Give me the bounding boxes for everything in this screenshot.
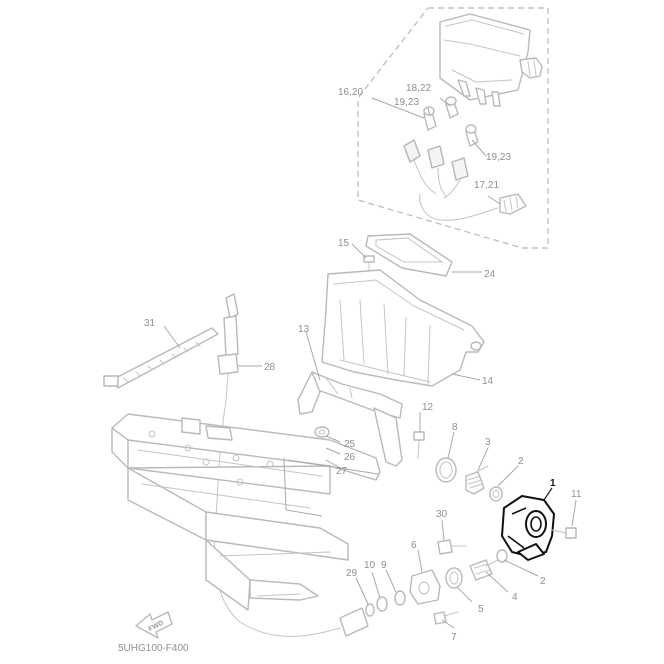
sleeve-6 xyxy=(409,569,441,605)
bulb-16-20 xyxy=(423,106,437,131)
callout-31: 31 xyxy=(144,318,156,329)
callout-5: 5 xyxy=(478,604,484,615)
frame-crown xyxy=(111,413,381,611)
grommet-25 xyxy=(314,426,330,438)
gear-shaft-4 xyxy=(469,559,499,581)
callout-2-lower: 2 xyxy=(540,576,546,587)
callout-labels: 16,20 18,22 19,23 19,23 17,21 15 24 13 1… xyxy=(144,83,582,643)
oil-seal-8 xyxy=(435,457,457,483)
callout-3: 3 xyxy=(485,437,491,448)
bolt-11 xyxy=(551,527,577,539)
washer-2-lower xyxy=(496,549,508,563)
callout-16-20: 16,20 xyxy=(338,87,363,98)
diagram-code: 5UHG100-F400 xyxy=(118,643,189,654)
bolt-12 xyxy=(413,431,425,459)
washer-10 xyxy=(376,596,388,612)
bulb-18-22 xyxy=(445,96,459,119)
bolt-30 xyxy=(437,539,467,555)
socket-harness xyxy=(403,139,527,221)
meter-stay xyxy=(297,371,403,467)
bulb-19-23 xyxy=(465,124,479,147)
callout-28: 28 xyxy=(264,362,276,373)
meter-subassembly-outline xyxy=(357,7,549,249)
callout-14: 14 xyxy=(482,376,494,387)
cable-tie xyxy=(103,327,219,389)
callout-8: 8 xyxy=(452,422,458,433)
callout-4: 4 xyxy=(512,592,518,603)
meter-bracket xyxy=(321,269,485,387)
gear-shaft-3 xyxy=(465,465,489,495)
screw-15 xyxy=(363,255,375,273)
meter-cover xyxy=(365,233,453,277)
callout-30: 30 xyxy=(436,509,448,520)
leader-lines xyxy=(163,97,577,629)
callout-18-22: 18,22 xyxy=(406,83,431,94)
callout-2-upper: 2 xyxy=(518,456,524,467)
callout-11: 11 xyxy=(571,489,582,500)
callout-24: 24 xyxy=(484,269,496,280)
callout-12: 12 xyxy=(422,402,434,413)
callout-10: 10 xyxy=(364,560,376,571)
washer-9 xyxy=(394,590,406,606)
callout-9: 9 xyxy=(381,560,387,571)
callout-27: 27 xyxy=(336,466,348,477)
callout-1: 1 xyxy=(550,478,556,489)
callout-25: 25 xyxy=(344,439,356,450)
callout-19-23-a: 19,23 xyxy=(394,97,419,108)
callout-26: 26 xyxy=(344,452,356,463)
callout-13: 13 xyxy=(298,324,310,335)
fwd-arrow-icon: FWD xyxy=(135,611,173,639)
meter-housing xyxy=(439,13,543,107)
callout-6: 6 xyxy=(411,540,417,551)
oil-seal-5 xyxy=(445,567,463,589)
washer-2-upper xyxy=(489,486,503,502)
callout-17-21: 17,21 xyxy=(474,180,499,191)
callout-19-23-b: 19,23 xyxy=(486,152,511,163)
washer-29 xyxy=(365,603,375,617)
callout-7: 7 xyxy=(451,632,457,643)
gear-unit-housing-1 xyxy=(501,495,555,561)
callout-15: 15 xyxy=(338,238,350,249)
callout-29: 29 xyxy=(346,568,358,579)
